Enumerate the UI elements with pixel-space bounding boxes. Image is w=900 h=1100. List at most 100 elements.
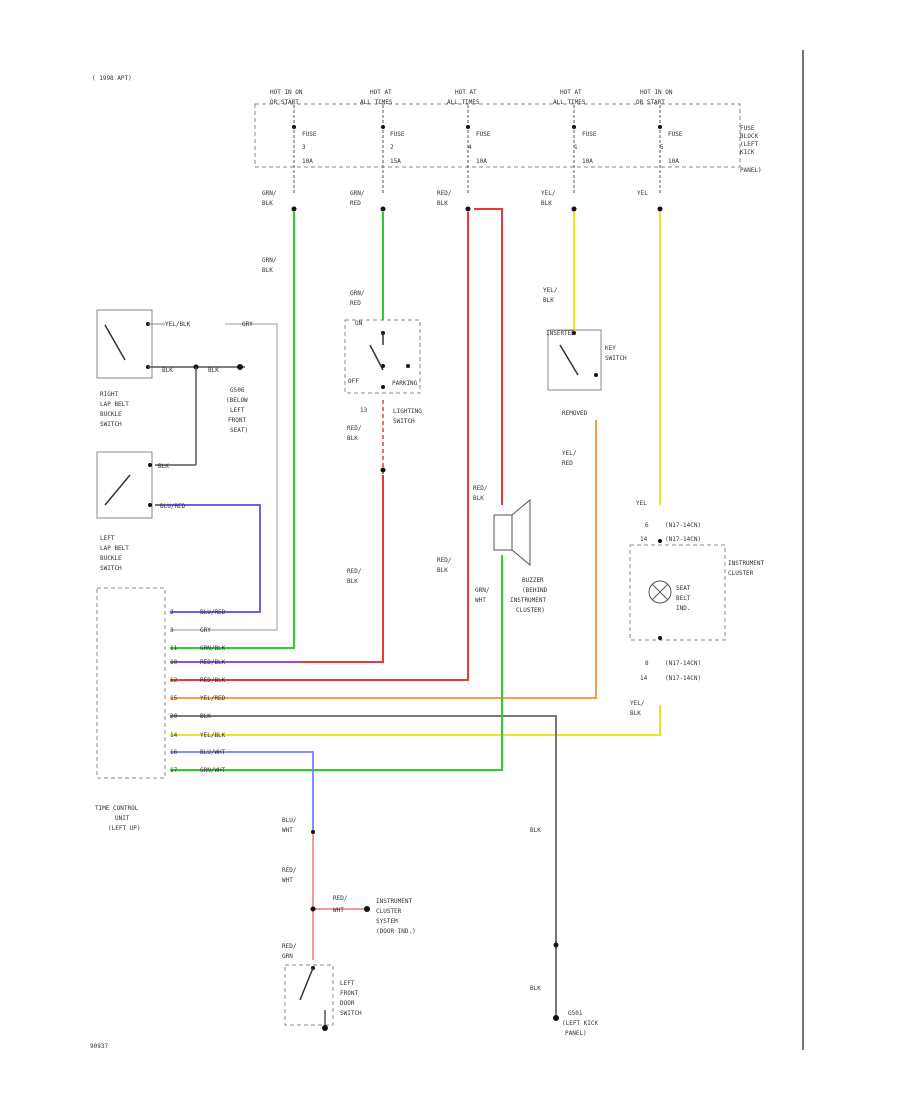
svg-text:FUSE: FUSE (476, 131, 491, 138)
svg-text:RIGHT: RIGHT (100, 391, 118, 398)
svg-text:YEL/: YEL/ (541, 190, 556, 197)
svg-text:BUZZER: BUZZER (522, 577, 544, 584)
wire-grn-blk (170, 212, 295, 649)
svg-text:1: 1 (574, 144, 578, 151)
svg-text:WHT: WHT (282, 827, 293, 834)
svg-text:FRONT: FRONT (340, 990, 358, 997)
fuse-block-label: FUSE BLOCK (LEFT KICK PANEL) (740, 125, 762, 174)
left-buckle-label: LEFT LAP BELT BUCKLE SWITCH (100, 535, 129, 572)
key-switch-label: KEY SWITCH (605, 345, 627, 362)
wire-yel-blk-return (170, 705, 661, 736)
svg-text:(LEFT KICK: (LEFT KICK (562, 1020, 599, 1027)
svg-text:CLUSTER: CLUSTER (376, 908, 402, 915)
wire-grn-wht (170, 555, 503, 771)
svg-text:10: 10 (170, 659, 178, 666)
svg-text:CLUSTER: CLUSTER (728, 570, 754, 577)
svg-text:ALL TIMES: ALL TIMES (553, 99, 586, 106)
svg-text:BLK: BLK (473, 495, 484, 502)
svg-text:YEL/: YEL/ (543, 287, 558, 294)
svg-text:INSTRUMENT: INSTRUMENT (728, 560, 765, 567)
svg-text:BLK: BLK (437, 567, 448, 574)
svg-text:13: 13 (360, 407, 368, 414)
svg-text:ALL TIMES: ALL TIMES (447, 99, 480, 106)
svg-text:YEL/: YEL/ (630, 700, 645, 707)
wire-blu-wht (170, 751, 314, 832)
svg-text:BUCKLE: BUCKLE (100, 411, 122, 418)
red-blk-fuse4-label: RED/ BLK (437, 557, 452, 574)
red-grn-label: RED/ GRN (282, 943, 297, 960)
svg-text:14: 14 (640, 536, 648, 543)
svg-text:LAP BELT: LAP BELT (100, 401, 129, 408)
svg-text:RED/: RED/ (333, 895, 348, 902)
wire-blu-red (155, 504, 261, 613)
svg-text:(LEFT: (LEFT (740, 141, 758, 148)
svg-text:WHT: WHT (282, 877, 293, 884)
buzzer-label: BUZZER (BEHIND INSTRUMENT CLUSTER) (510, 577, 548, 614)
svg-text:FUSE: FUSE (390, 131, 405, 138)
svg-text:KICK: KICK (740, 149, 755, 156)
time-control-unit (96, 587, 166, 779)
svg-text:BLK: BLK (347, 578, 358, 585)
svg-text:5: 5 (660, 144, 664, 151)
svg-text:BLK: BLK (530, 985, 541, 992)
svg-text:BELT: BELT (676, 595, 691, 602)
svg-text:LEFT: LEFT (230, 407, 245, 414)
svg-text:LIGHTING: LIGHTING (393, 408, 422, 415)
svg-text:RED/: RED/ (347, 568, 362, 575)
red-wht-label-2: RED/ WHT (333, 895, 348, 914)
svg-text:GRN/: GRN/ (350, 190, 365, 197)
svg-text:(DOOR IND.): (DOOR IND.) (376, 928, 416, 935)
yel-red-label: YEL/ RED (562, 450, 577, 467)
svg-text:BLK: BLK (347, 435, 358, 442)
svg-text:SEAT): SEAT) (230, 427, 248, 434)
door-switch (284, 964, 334, 1026)
svg-text:BUCKLE: BUCKLE (100, 555, 122, 562)
svg-text:KEY: KEY (605, 345, 616, 352)
svg-text:10A: 10A (476, 158, 487, 165)
svg-text:(BELOW: (BELOW (226, 397, 248, 404)
svg-text:YEL: YEL (636, 500, 647, 507)
svg-text:FRONT: FRONT (228, 417, 246, 424)
svg-text:3: 3 (302, 144, 306, 151)
svg-text:10A: 10A (582, 158, 593, 165)
svg-text:11: 11 (170, 645, 178, 652)
svg-text:ALL TIMES: ALL TIMES (360, 99, 393, 106)
wire-blk (170, 715, 557, 1018)
svg-text:LAP BELT: LAP BELT (100, 545, 129, 552)
svg-text:HOT IN ON: HOT IN ON (270, 89, 303, 96)
svg-text:G501: G501 (568, 1010, 583, 1017)
wire-red-blk-fuse4 (170, 212, 469, 681)
svg-text:BLU/: BLU/ (282, 817, 297, 824)
svg-text:BLK: BLK (541, 200, 552, 207)
svg-text:PARKING: PARKING (392, 380, 418, 387)
svg-text:UNIT: UNIT (115, 815, 130, 822)
svg-text:SWITCH: SWITCH (393, 418, 415, 425)
svg-text:WHT: WHT (475, 597, 486, 604)
svg-text:14: 14 (170, 732, 178, 739)
svg-text:LEFT: LEFT (100, 535, 115, 542)
svg-text:RED/: RED/ (282, 943, 297, 950)
svg-text:RED/BLK: RED/BLK (200, 677, 226, 684)
svg-text:2: 2 (170, 609, 174, 616)
year-note: ( 1998 APT) (92, 75, 132, 82)
svg-text:PANEL): PANEL) (740, 167, 762, 174)
svg-text:8: 8 (645, 660, 649, 667)
svg-text:16: 16 (170, 749, 178, 756)
wire-red-blk-buzzer (474, 208, 503, 505)
svg-text:GRN/: GRN/ (350, 290, 365, 297)
svg-text:(N17-14CN): (N17-14CN) (665, 536, 701, 543)
instrument-cluster-label: INSTRUMENT CLUSTER (728, 560, 765, 577)
top-wire-labels: GRN/BLK GRN/RED RED/BLK YEL/BLK YEL (262, 190, 648, 207)
red-blk-lighting-label-2: RED/ BLK (347, 568, 362, 585)
svg-text:17: 17 (170, 767, 178, 774)
svg-text:REMOVED: REMOVED (562, 410, 588, 417)
buzzer (493, 498, 531, 567)
svg-text:RED/: RED/ (347, 425, 362, 432)
seat-belt-ind-label: SEAT BELT IND. (676, 585, 691, 612)
ground-seat-label: G506 (BELOW LEFT FRONT SEAT) (226, 387, 248, 434)
svg-text:INSTRUMENT: INSTRUMENT (510, 597, 547, 604)
